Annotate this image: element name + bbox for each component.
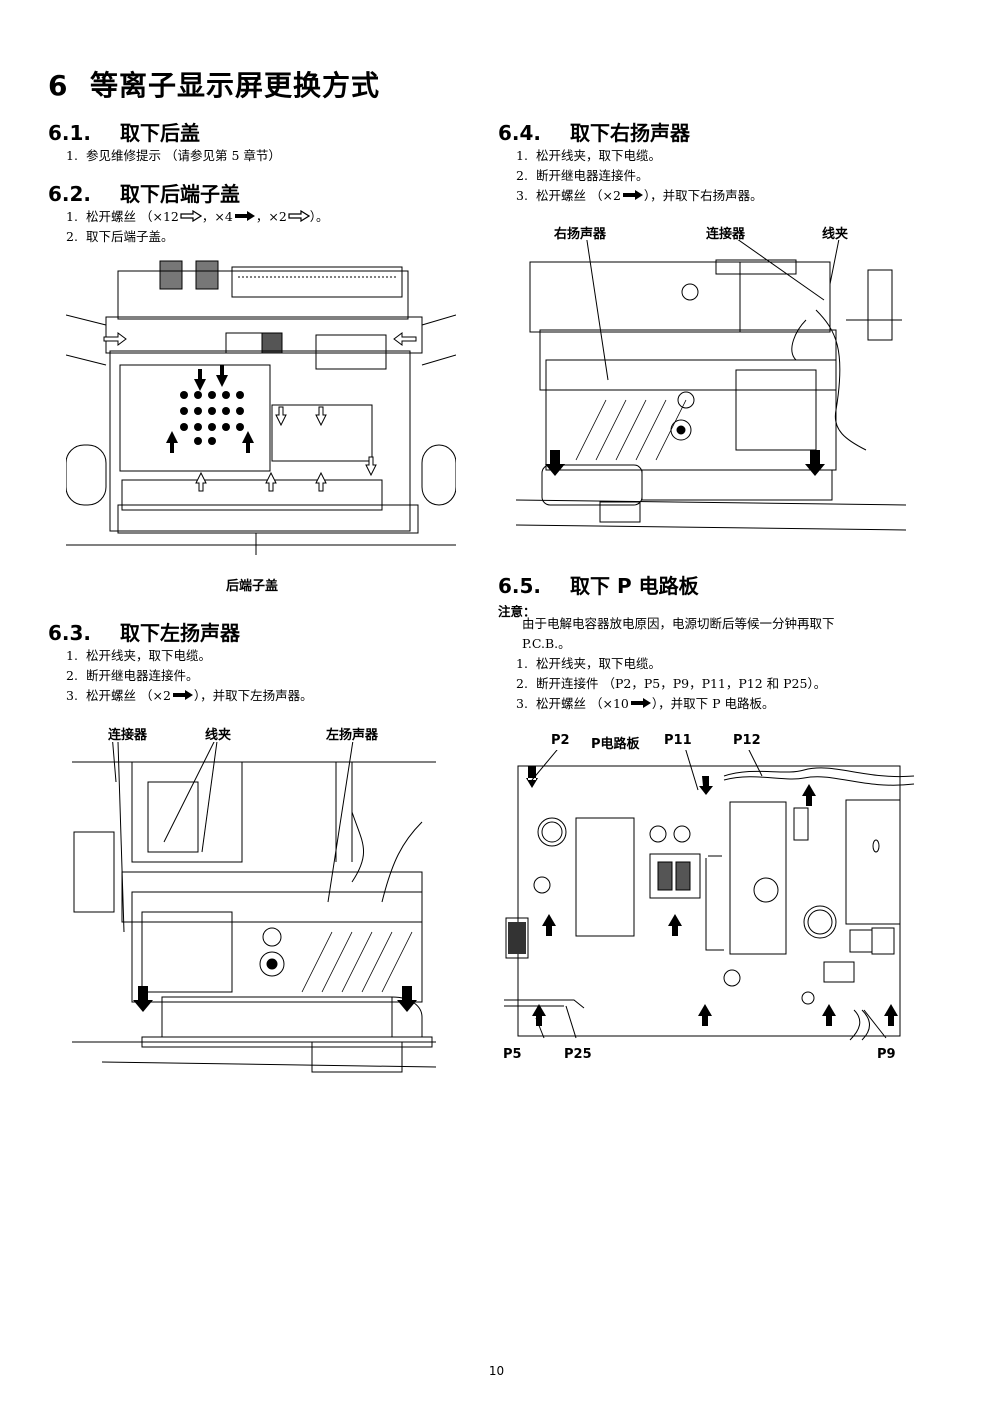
solid-right-arrow-icon bbox=[172, 690, 193, 700]
p-board-figure bbox=[504, 750, 922, 1046]
step-item: 3.松开螺丝 （×10），并取下 P 电路板。 bbox=[516, 696, 775, 711]
p12-label: P12 bbox=[733, 733, 761, 748]
p25-label: P25 bbox=[564, 1047, 592, 1062]
section-6-3-steps: 1.松开线夹，取下电缆。 2.断开继电器连接件。 3.松开螺丝 （×2），并取下… bbox=[66, 646, 313, 706]
chapter-title: 6 等离子显示屏更换方式 bbox=[48, 64, 380, 104]
step-item: 1.松开线夹，取下电缆。 bbox=[516, 656, 662, 671]
clamp-label: 线夹 bbox=[822, 227, 849, 242]
section-number: 6.4. bbox=[498, 121, 542, 145]
p5-label: P5 bbox=[503, 1047, 522, 1062]
rear-terminal-cover-figure bbox=[66, 255, 456, 555]
right-speaker-label: 右扬声器 bbox=[554, 227, 607, 242]
section-6-4-steps: 1.松开线夹，取下电缆。 2.断开继电器连接件。 3.松开螺丝 （×2），并取下… bbox=[516, 146, 763, 206]
p2-label: P2 bbox=[551, 733, 570, 748]
section-6-5-steps: 1.松开线夹，取下电缆。 2.断开连接件 （P2，P5，P9，P11，P12 和… bbox=[516, 654, 826, 714]
solid-right-arrow-icon bbox=[234, 211, 255, 221]
left-speaker-figure bbox=[72, 742, 436, 1078]
solid-right-arrow-icon bbox=[622, 190, 643, 200]
section-6-1-steps: 1.参见维修提示 （请参见第 5 章节） bbox=[66, 146, 281, 166]
section-title-text: 取下后盖 bbox=[120, 121, 200, 145]
section-title-text: 取下右扬声器 bbox=[570, 121, 690, 145]
step-item: 2.断开继电器连接件。 bbox=[516, 168, 649, 183]
p-board-drawing bbox=[504, 750, 915, 1041]
step-item: 1.参见维修提示 （请参见第 5 章节） bbox=[66, 148, 281, 163]
page-number: 10 bbox=[488, 1364, 505, 1378]
section-number: 6.3. bbox=[48, 621, 92, 645]
p11-label: P11 bbox=[664, 733, 692, 748]
section-6-1-title: 6.1. 取下后盖 bbox=[48, 117, 200, 146]
solid-right-arrow-icon bbox=[630, 698, 651, 708]
right-speaker-drawing bbox=[516, 240, 906, 531]
p-board-label: P电路板 bbox=[591, 737, 640, 752]
section-6-5-title: 6.5. 取下 P 电路板 bbox=[498, 570, 699, 599]
section-title-text: 取下左扬声器 bbox=[120, 621, 240, 645]
outline-right-arrow-icon bbox=[180, 210, 202, 222]
section-title-text: 取下后端子盖 bbox=[120, 182, 240, 206]
step-item: 3.松开螺丝 （×2），并取下右扬声器。 bbox=[516, 188, 763, 203]
section-6-4-title: 6.4. 取下右扬声器 bbox=[498, 117, 690, 146]
section-title-text: 取下 P 电路板 bbox=[570, 574, 699, 598]
step-item: 3.松开螺丝 （×2），并取下左扬声器。 bbox=[66, 688, 313, 703]
section-6-3-title: 6.3. 取下左扬声器 bbox=[48, 617, 240, 646]
left-speaker-drawing bbox=[72, 742, 436, 1073]
section-number: 6.2. bbox=[48, 182, 92, 206]
step-item: 2.断开继电器连接件。 bbox=[66, 668, 199, 683]
section-6-2-title: 6.2. 取下后端子盖 bbox=[48, 178, 240, 207]
note-label: 注意： bbox=[498, 604, 536, 619]
step-item: 1.松开线夹，取下电缆。 bbox=[66, 648, 212, 663]
left-speaker-label: 左扬声器 bbox=[326, 728, 379, 743]
connector-label: 连接器 bbox=[706, 227, 746, 242]
step-item: 1.松开线夹，取下电缆。 bbox=[516, 148, 662, 163]
note-line: P.C.B.。 bbox=[522, 636, 571, 651]
section-6-2-steps: 1.松开螺丝 （×12，×4，×2）。 2.取下后端子盖。 bbox=[66, 207, 329, 247]
rear-terminal-cover-label: 后端子盖 bbox=[226, 579, 279, 594]
section-number: 6.5. bbox=[498, 574, 542, 598]
outline-right-arrow-icon bbox=[288, 210, 310, 222]
clamp-label: 线夹 bbox=[205, 728, 232, 743]
step-item: 2.断开连接件 （P2，P5，P9，P11，P12 和 P25）。 bbox=[516, 676, 827, 691]
chapter-number: 6 bbox=[48, 69, 69, 102]
rear-terminal-cover-drawing bbox=[66, 260, 456, 555]
right-speaker-figure bbox=[516, 240, 906, 546]
connector-label: 连接器 bbox=[108, 728, 148, 743]
section-number: 6.1. bbox=[48, 121, 92, 145]
note-line: 由于电解电容器放电原因，电源切断后等候一分钟再取下 bbox=[522, 616, 835, 631]
note-text: 由于电解电容器放电原因，电源切断后等候一分钟再取下 P.C.B.。 bbox=[522, 614, 835, 654]
chapter-title-text: 等离子显示屏更换方式 bbox=[90, 69, 381, 102]
step-item: 1.松开螺丝 （×12，×4，×2）。 bbox=[66, 209, 329, 224]
step-item: 2.取下后端子盖。 bbox=[66, 229, 174, 244]
p9-label: P9 bbox=[877, 1047, 896, 1062]
